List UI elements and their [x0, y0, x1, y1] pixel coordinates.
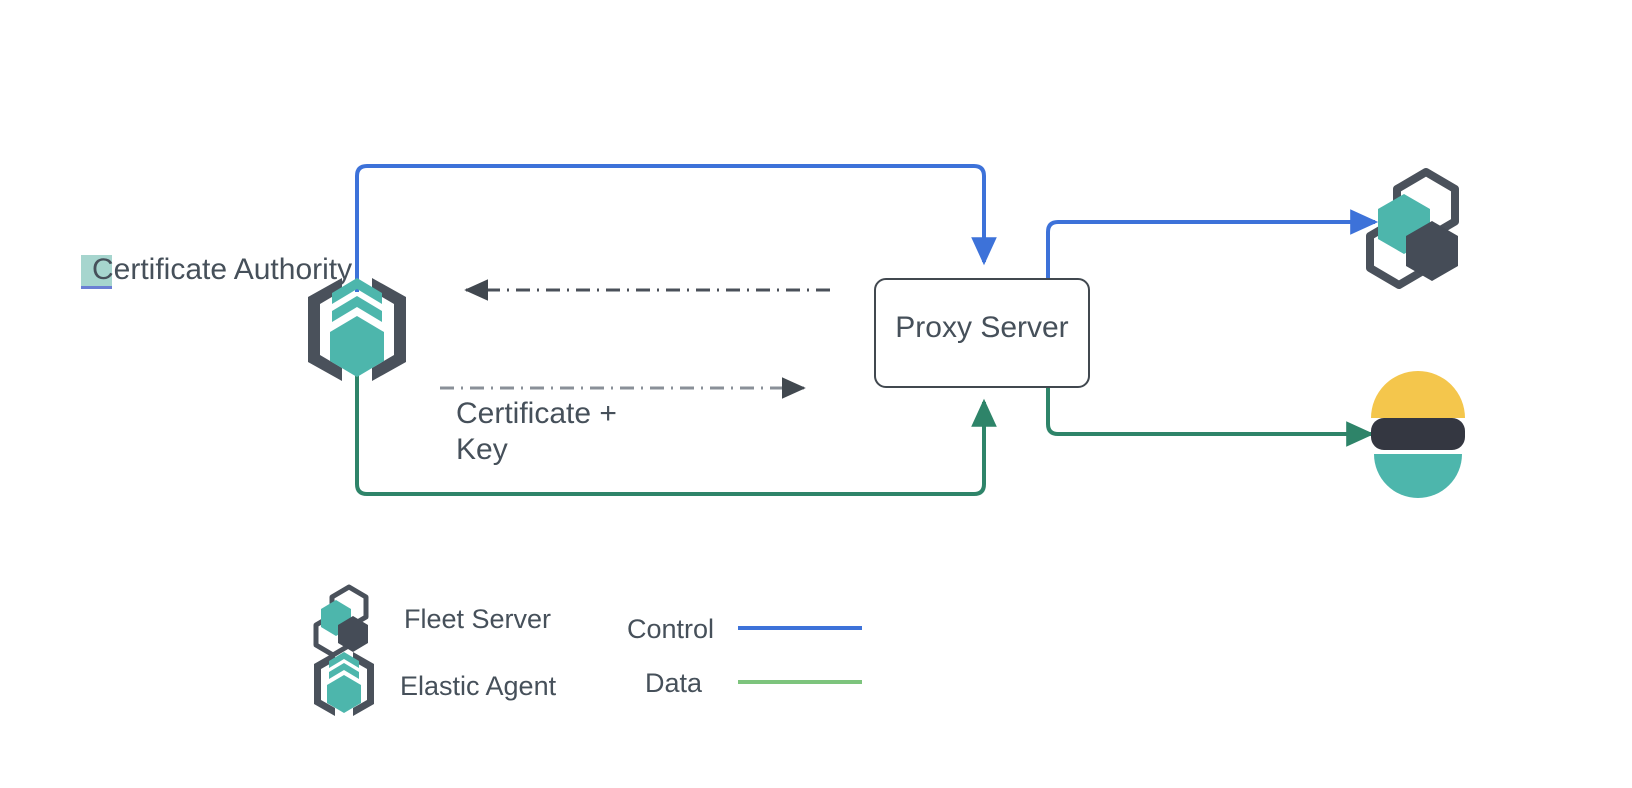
certificate-authority-label-underline [81, 286, 112, 289]
legend-line-label-control: Control [627, 614, 715, 644]
fleet-server-icon [1366, 168, 1459, 289]
legend-line-label-data: Data [645, 668, 703, 698]
edge-ca-to-proxy-data [355, 372, 997, 496]
certificate-authority-label-highlight [81, 255, 112, 286]
edge-proxy-to-elasticsearch-data [1046, 378, 1375, 447]
certificate-authority-label: Certificate Authority [92, 253, 353, 286]
legend-elastic-agent-icon [314, 652, 374, 716]
proxy-server-label: Proxy Server [895, 311, 1069, 344]
edge-ca-to-proxy-control [355, 164, 997, 292]
certificate-key-edge-label: Certificate + Key [456, 397, 617, 466]
certificate-authority-icon [308, 278, 406, 381]
elasticsearch-icon [1371, 371, 1465, 498]
proxy-server-box[interactable] [874, 278, 1090, 388]
legend-fleet-server-icon [313, 584, 369, 658]
legend-item-label-fleet-server: Fleet Server [404, 604, 552, 634]
edge-proxy-to-fleet-control [1046, 209, 1379, 290]
legend-item-label-elastic-agent: Elastic Agent [400, 671, 557, 701]
